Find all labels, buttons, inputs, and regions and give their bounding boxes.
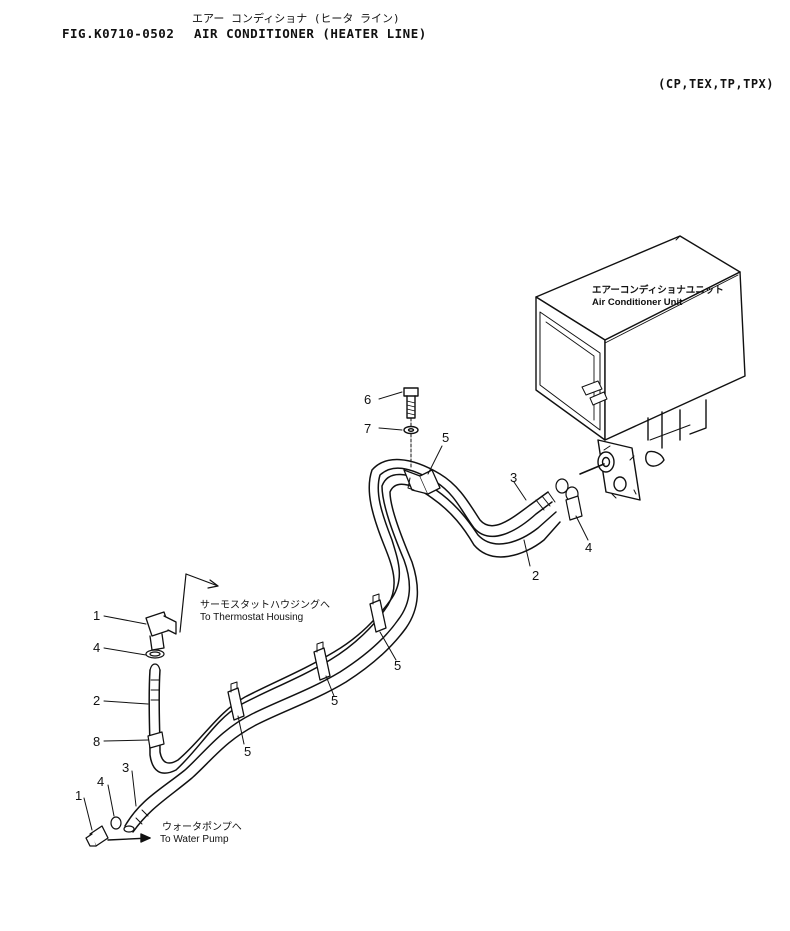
arrow-to-water-pump xyxy=(107,833,151,843)
bolt-6 xyxy=(403,387,419,419)
callout-5-b: 5 xyxy=(331,693,338,708)
air-conditioner-unit xyxy=(535,235,746,449)
arrow-to-thermostat xyxy=(179,573,219,633)
callout-5-c: 5 xyxy=(244,744,251,759)
heater-hoses xyxy=(123,458,561,833)
figure-title-en: AIR CONDITIONER (HEATER LINE) xyxy=(194,26,427,41)
leader-lines xyxy=(83,391,589,831)
figure-number: FIG.K0710-0502 xyxy=(62,26,175,41)
note-thermostat-jp: サーモスタットハウジングへ xyxy=(200,598,330,611)
hose-clamp-4-bottom xyxy=(110,816,122,830)
callout-7: 7 xyxy=(364,421,371,436)
washer-7 xyxy=(403,425,419,435)
callout-5-a: 5 xyxy=(394,658,401,673)
clamp-5-b xyxy=(313,641,331,681)
callout-1-top: 1 xyxy=(93,608,100,623)
callout-6: 6 xyxy=(364,392,371,407)
hose-clamp-4-right xyxy=(555,478,583,521)
clamp-5-top xyxy=(403,469,441,495)
clamp-5-c xyxy=(227,681,245,721)
callout-4-bottom: 4 xyxy=(97,774,104,789)
callout-1-bottom: 1 xyxy=(75,788,82,803)
callouts: 1 4 2 8 3 4 1 6 7 5 3 2 4 5 5 5 xyxy=(75,392,592,803)
callout-5-top: 5 xyxy=(442,430,449,445)
figure-title-jp: エアー コンディショナ (ヒータ ライン) xyxy=(192,12,400,25)
unit-label-jp: エアーコンディショナユニット xyxy=(592,284,724,296)
callout-3-left: 3 xyxy=(122,760,129,775)
unit-label-en: Air Conditioner Unit xyxy=(592,297,683,308)
callout-4-top: 4 xyxy=(93,640,100,655)
note-water-pump-jp: ウォータポンプへ xyxy=(162,821,242,833)
heater-valve-flange xyxy=(579,439,665,501)
washer-7-hole xyxy=(407,428,415,433)
elbow-fitting-1-top xyxy=(145,611,177,651)
callout-2-left: 2 xyxy=(93,693,100,708)
clamp-8 xyxy=(147,731,165,749)
model-applicability: (CP,TEX,TP,TPX) xyxy=(658,77,774,91)
callout-3-right: 3 xyxy=(510,470,517,485)
callout-4-right: 4 xyxy=(585,540,592,555)
note-thermostat-en: To Thermostat Housing xyxy=(200,612,303,623)
callout-2-right: 2 xyxy=(532,568,539,583)
elbow-fitting-1-bottom xyxy=(85,825,109,847)
callout-8: 8 xyxy=(93,734,100,749)
note-water-pump-en: To Water Pump xyxy=(160,834,229,845)
hose-clamp-4-top xyxy=(145,649,165,659)
clamp-5-a xyxy=(369,593,387,633)
notes: サーモスタットハウジングへ To Thermostat Housing ウォータ… xyxy=(160,284,724,845)
